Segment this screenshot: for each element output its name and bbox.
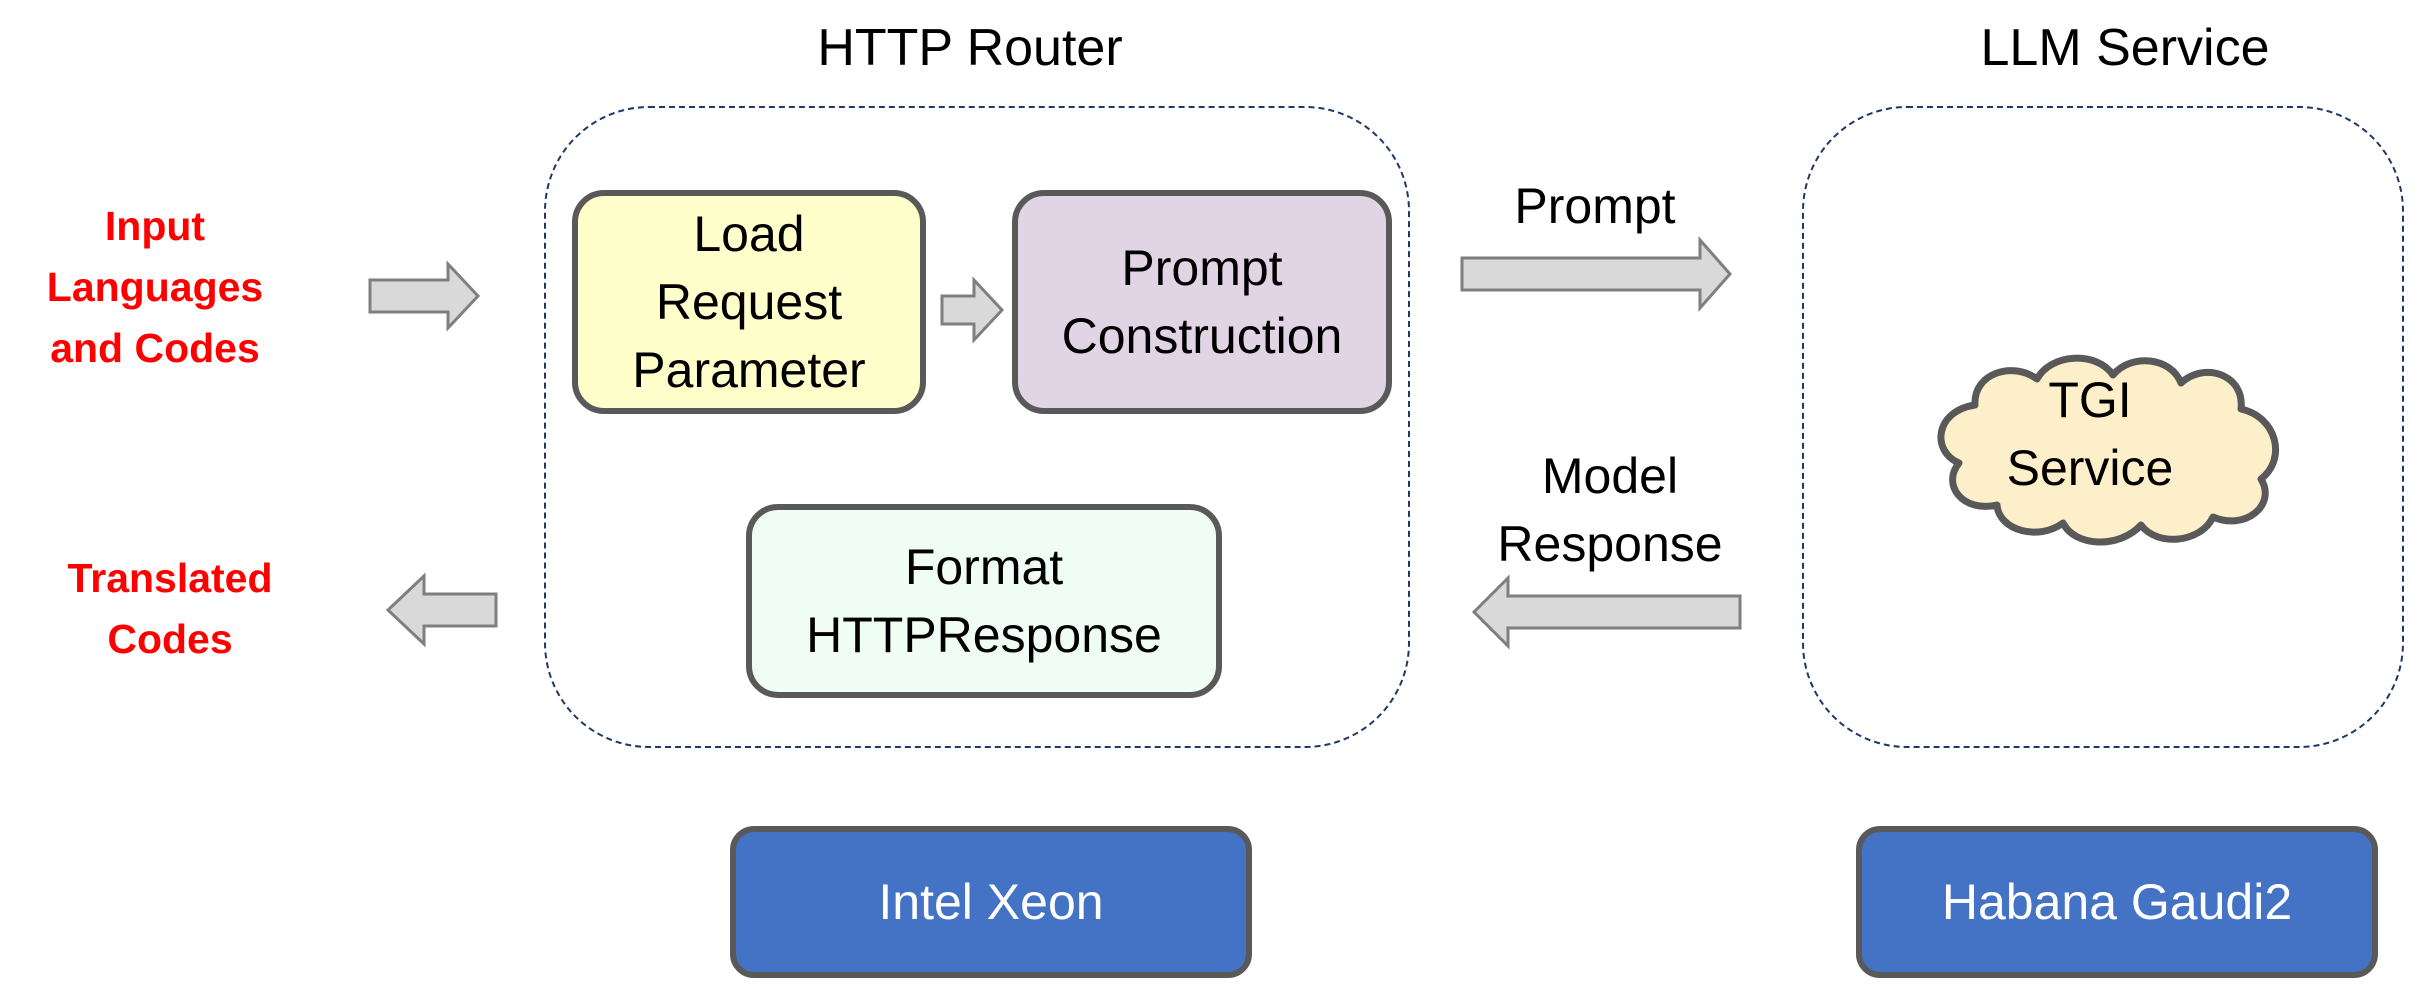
llm-service-container bbox=[1802, 106, 2404, 748]
intel-xeon-badge: Intel Xeon bbox=[730, 826, 1252, 978]
tgi-service-label: TGI Service bbox=[1980, 366, 2200, 502]
input-label: Input Languages and Codes bbox=[20, 196, 290, 379]
tgi-cloud-icon bbox=[1937, 354, 2280, 546]
output-label-line-2: Codes bbox=[107, 616, 233, 662]
input-label-line-1: Input bbox=[104, 203, 206, 249]
load-request-line-3: Parameter bbox=[632, 342, 866, 398]
format-response-box: Format HTTPResponse bbox=[746, 504, 1222, 698]
input-arrow bbox=[368, 260, 481, 332]
habana-gaudi2-badge: Habana Gaudi2 bbox=[1856, 826, 2378, 978]
tgi-line-1: TGI bbox=[2048, 372, 2132, 428]
load-to-prompt-arrow bbox=[940, 276, 1005, 344]
prompt-edge-label: Prompt bbox=[1514, 178, 1676, 234]
model-response-line-2: Response bbox=[1497, 516, 1723, 572]
prompt-construction-box: Prompt Construction bbox=[1012, 190, 1392, 414]
output-label-line-1: Translated bbox=[67, 555, 273, 601]
prompt-arrow bbox=[1460, 236, 1733, 312]
load-request-line-1: Load bbox=[693, 206, 805, 262]
load-request-box: Load Request Parameter bbox=[572, 190, 926, 414]
input-label-line-2: Languages bbox=[46, 264, 264, 310]
model-response-edge-label: Model Response bbox=[1480, 442, 1740, 578]
http-router-container bbox=[544, 106, 1410, 748]
model-response-line-1: Model bbox=[1541, 448, 1679, 504]
prompt-construction-line-1: Prompt bbox=[1121, 240, 1283, 296]
input-label-line-3: and Codes bbox=[50, 325, 260, 371]
output-label: Translated Codes bbox=[30, 548, 310, 670]
http-router-title: HTTP Router bbox=[817, 19, 1123, 77]
tgi-line-2: Service bbox=[2006, 440, 2174, 496]
load-request-line-2: Request bbox=[655, 274, 843, 330]
response-arrow bbox=[1471, 574, 1742, 650]
llm-service-title: LLM Service bbox=[1980, 19, 2270, 77]
output-arrow bbox=[385, 572, 498, 648]
format-response-line-2: HTTPResponse bbox=[806, 607, 1162, 663]
prompt-construction-line-2: Construction bbox=[1061, 308, 1343, 364]
format-response-line-1: Format bbox=[904, 539, 1064, 595]
